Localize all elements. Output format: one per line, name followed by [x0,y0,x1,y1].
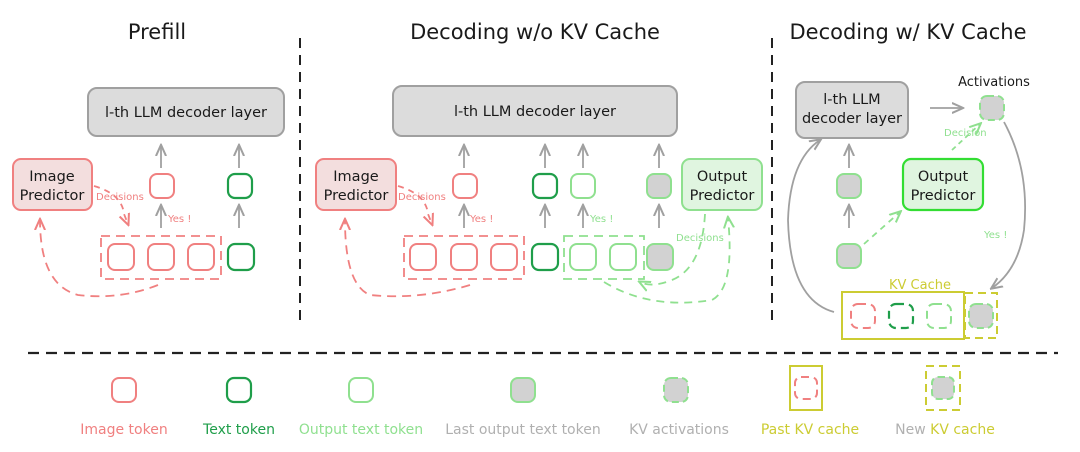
yes-label: Yes ! [983,230,1007,241]
legend: Image token Text token Output text token… [80,365,995,438]
last-output-text-token [836,173,862,199]
past-kv-cache-token-swatch [794,376,818,400]
text-token [226,172,254,200]
output-predictor-box [681,158,763,211]
past-kv-cache-box-swatch [789,365,823,411]
last-output-text-token [646,173,672,199]
decision-label: Decision [944,128,987,139]
legend-image-token: Image token [80,377,168,438]
output-predictor-box [901,157,985,212]
cached-output-token [926,303,952,329]
output-text-token [570,173,596,199]
decoder-layer-label-line2: decoder layer [802,111,902,127]
decision-arrow [951,124,980,151]
cached-text-token [887,302,915,330]
decoding-no-kv-title: Decoding w/o KV Cache [410,20,660,44]
image-token [147,243,175,271]
activations-to-cache-loop [992,121,1027,288]
image-token [409,243,437,271]
yes-label-output: Yes ! [589,214,613,225]
text-token [530,242,560,272]
output-text-token [569,243,597,271]
kv-activations-swatch [663,377,689,403]
legend-last-output-text-token-label: Last output text token [445,422,600,438]
image-feedback-loop [40,220,159,298]
kv-activation-token [979,95,1005,121]
last-output-text-token [646,243,674,271]
image-token [149,173,175,199]
image-predictor-label-line1: Image [333,169,378,185]
text-token [531,172,559,200]
output-text-token-swatch [348,377,374,403]
image-predictor-box [315,158,397,211]
legend-kv-activations: KV activations [629,377,729,438]
new-kv-cache-box-swatch [925,365,961,411]
image-token [187,243,215,271]
legend-past-kv-cache: Past KV cache [761,365,859,438]
decoder-layer-box [87,87,285,137]
legend-new-kv-cache-label: New KV cache [895,422,995,438]
new-kv-cache-token-swatch [931,376,955,400]
decisions-label: Decisions [96,192,144,203]
activations-label: Activations [958,75,1030,90]
new-kv-cache-box [964,292,998,339]
output-text-token [609,243,637,271]
output-predictor-label-line1: Output [918,169,969,185]
legend-output-text-token: Output text token [299,377,423,438]
legend-new-prefix: New [895,422,926,438]
image-token [450,243,478,271]
image-predictor-label-line1: Image [29,169,74,185]
output-decisions-arrow [640,213,706,285]
image-token [107,243,135,271]
image-predictor-label-line2: Predictor [20,188,85,204]
image-token-group [100,235,222,280]
image-token [490,243,518,271]
decisions-arrow [93,185,128,224]
legend-text-token: Text token [202,376,275,438]
image-predictor-label-line2: Predictor [324,188,389,204]
new-kv-activation [968,303,994,329]
image-token-swatch [111,377,137,403]
legend-text-token-label: Text token [202,422,275,438]
image-token-group [403,235,525,280]
decisions-label: Decisions [398,192,446,203]
legend-last-output-text-token: Last output text token [445,377,601,438]
prefill-title: Prefill [128,20,186,44]
output-predictor-label-line2: Predictor [911,188,976,204]
cached-image-token [850,303,876,329]
output-feedback-loop [603,218,730,304]
panel-decoding-no-kv: Decoding w/o KV Cache l-th LLM decoder l… [315,20,763,304]
cache-to-layer-loop [787,140,835,313]
legend-new-kv-cache-text: KV cache [930,422,995,438]
legend-new-kv-cache: New KV cache [895,365,995,438]
legend-image-token-label: Image token [80,422,167,438]
decoder-layer-label: l-th LLM decoder layer [454,104,616,120]
text-token [226,242,256,272]
last-output-text-token-swatch [510,377,536,403]
decoder-layer-label-line1: l-th LLM [823,92,880,108]
legend-output-text-token-label: Output text token [299,422,423,438]
yes-label: Yes ! [469,214,493,225]
yes-label: Yes ! [167,214,191,225]
legend-kv-activations-label: KV activations [629,422,729,438]
decoder-layer-label: l-th LLM decoder layer [105,105,267,121]
panel-prefill: Prefill l-th LLM decoder layer Image Pre… [12,20,285,298]
image-token [452,173,478,199]
text-token-swatch [225,376,253,404]
decisions-label-output: Decisions [676,233,724,244]
output-predictor-label-line2: Predictor [690,188,755,204]
legend-past-kv-cache-label: Past KV cache [761,422,859,438]
panel-decoding-kv: Decoding w/ KV Cache l-th LLM decoder la… [787,20,1030,340]
decoder-layer-box [392,85,678,137]
token-to-predictor-arrow [863,212,900,245]
kv-cache-label: KV Cache [889,278,951,293]
last-output-text-token [836,243,862,269]
output-predictor-label-line1: Output [697,169,748,185]
decoder-layer-box [795,81,909,139]
decisions-arrow [397,185,432,224]
decoding-kv-title: Decoding w/ KV Cache [789,20,1026,44]
image-predictor-box [12,158,93,211]
